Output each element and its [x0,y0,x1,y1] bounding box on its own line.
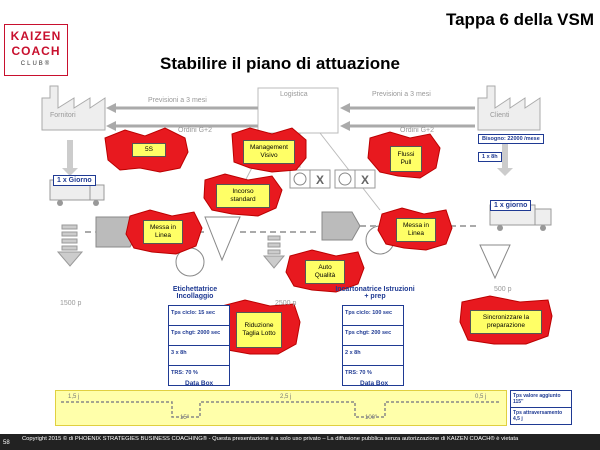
data-box-2-row: Tps chgt: 200 sec [343,326,403,346]
stock-3-label: 500 p [494,286,512,293]
go-see-boxes [289,169,376,189]
delivery-in-label: 1 x Giorno [53,175,96,186]
svg-text:X: X [361,173,369,187]
forecast-right-label: Previsioni a 3 mesi [372,91,431,98]
information-flow-arrows [112,106,475,128]
process-1-label: Etichettatrice Incollaggio [172,286,218,300]
logistics-box [257,87,339,134]
orders-right-label: Ordini G+2 [400,127,435,134]
data-box-2-row: 2 x 8h [343,346,403,366]
kaizen-note-incorso-standard: Incorso standard [216,184,270,208]
page-number: 58 [3,440,10,446]
kaizen-note-5s: 5S [132,143,166,157]
kaizen-note-auto-qualita: Auto Qualità [305,260,345,284]
kaizen-note-management-visivo: Management Visivo [243,140,295,164]
kaizen-note-messa-in-linea-2: Messa in Linea [396,218,436,242]
kaizen-note-sincronizzare: Sincronizzare la preparazione [470,310,542,334]
timeline-wait-2: 2,5 j [280,394,292,400]
data-box-1-row: 3 x 8h [169,346,229,366]
logistics-label: Logistica [280,91,308,98]
process-2-label: Incartonatrice Istruzioni + prep [335,286,415,300]
data-box-2: Tps ciclo: 100 sec Tps chgt: 200 sec 2 x… [342,305,404,386]
inventory-triangle-1 [204,216,241,262]
page-title: Tappa 6 della VSM [445,10,594,29]
orders-left-label: Ordini G+2 [178,127,213,134]
svg-text:X: X [316,173,324,187]
timeline-step-line [61,401,501,418]
logo-line2: COACH [11,44,61,58]
footer-bar: 58 Copyright 2015 © di PHOENIX STRATEGIE… [0,434,600,450]
timeline-band [55,390,507,426]
supplier-factory-icon [41,85,106,131]
total-value-added: Tps valore aggiunto 115'' [511,391,571,408]
kaizen-note-messa-in-linea-1: Messa in Linea [143,220,183,244]
client-shift-box: 1 x 8h [478,152,502,162]
inventory-triangle-3 [479,244,511,280]
total-lead-time: Tps attraversamento 4,5 j [513,410,563,422]
data-box-1-title: Data Box [185,380,214,387]
data-box-2-title: Data Box [360,380,389,387]
data-box-1-row: Tps chgt: 2000 sec [169,326,229,346]
supplier-label: Fornitori [50,112,76,119]
logo-line1: KAIZEN [10,29,62,43]
kanban-post-2 [321,211,361,241]
client-label: Clienti [490,112,510,119]
vsm-diagram: X X [41,85,553,418]
data-box-1-row: Tps ciclo: 15 sec [169,306,229,326]
page-subtitle: Stabilire il piano di attuazione [160,54,400,73]
kaizen-coach-logo: KAIZEN COACH CLUB® [4,24,68,76]
data-box-2-row: Tps ciclo: 100 sec [343,306,403,326]
client-factory-icon [477,85,541,131]
timeline-totals: Tps valore aggiunto 115'' Tps attraversa… [510,390,572,425]
stock-2-label: 2500 p [275,300,297,307]
kaizen-note-flussi-pull: Flussi Pull [390,146,422,172]
stock-1-label: 1500 p [60,300,82,307]
forecast-left-label: Previsioni a 3 mesi [148,97,207,104]
timeline-wait-1: 1,5 j [68,394,80,400]
timeline-proc-2: 100'' [365,415,378,421]
delivery-out-label: 1 x giorno [490,200,532,211]
client-need-box: Bisogno: 22000 /mese [478,134,544,144]
data-box-2-row: TRS: 70 % [345,370,372,376]
kaizen-note-riduzione-taglia-lotto: Riduzione Taglia Lotto [236,312,282,348]
timeline-proc-1: 15'' [180,415,189,421]
data-box-1: Tps ciclo: 15 sec Tps chgt: 2000 sec 3 x… [168,305,230,386]
timeline-wait-3: 0,5 j [475,394,487,400]
logo-line3: CLUB® [20,61,52,67]
copyright-text: Copyright 2015 © di PHOENIX STRATEGIES B… [22,436,519,442]
data-box-1-row: TRS: 70 % [171,370,198,376]
